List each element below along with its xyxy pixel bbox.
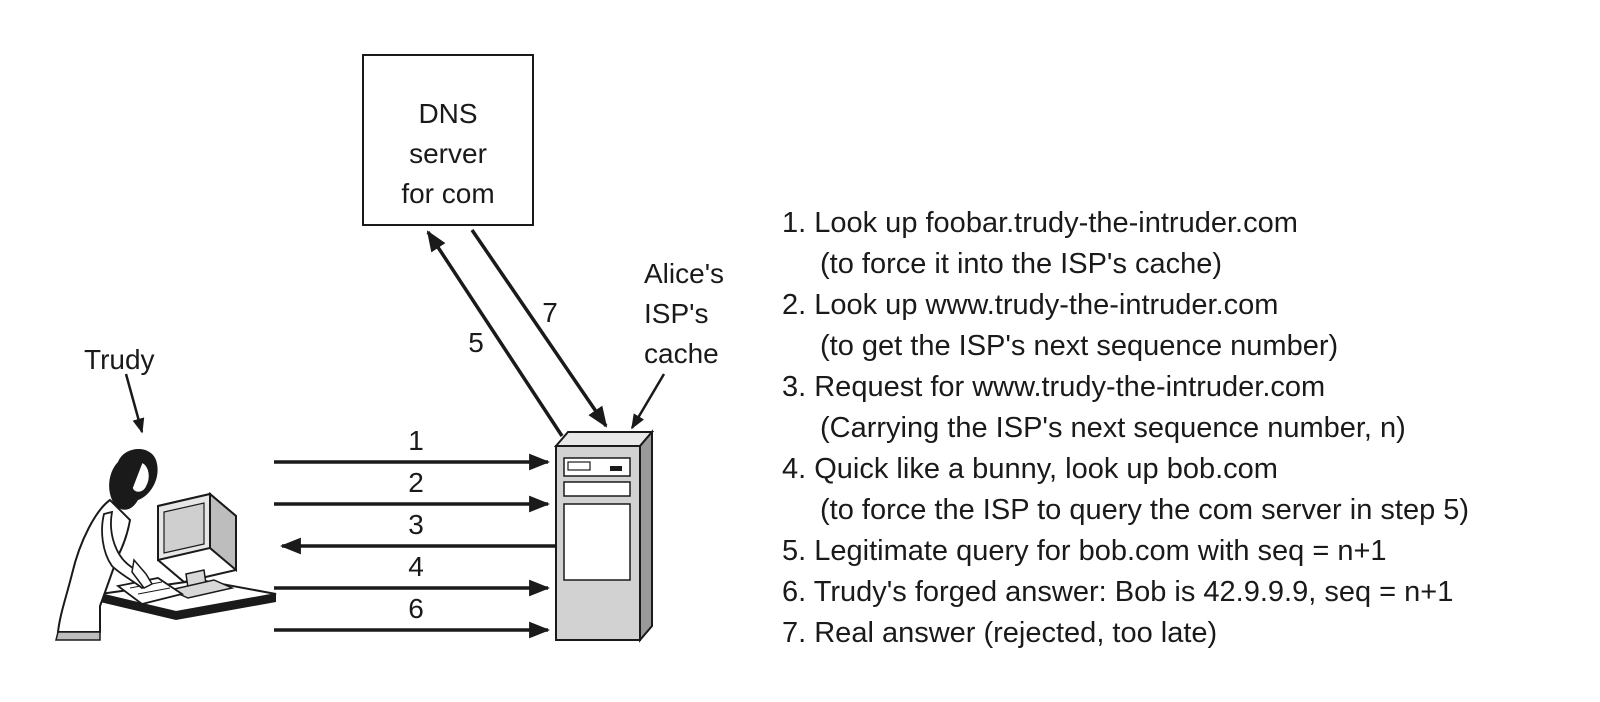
arrow-label-3: 3 xyxy=(408,509,424,540)
step-1-note: (to force it into the ISP's cache) xyxy=(820,248,1223,280)
arrow-label-1: 1 xyxy=(408,425,424,456)
dns-server-label-line3: for com xyxy=(401,178,495,209)
arrow-7 xyxy=(470,229,608,428)
isp-cache-server-icon xyxy=(553,429,655,643)
trudy-pointer-arrow xyxy=(124,373,145,434)
arrow-5 xyxy=(426,230,564,437)
cache-label-line2: ISP's xyxy=(644,298,709,329)
arrow-label-2: 2 xyxy=(408,467,424,498)
step-1-text: 1. Look up foobar.trudy-the-intruder.com xyxy=(782,207,1298,239)
arrow-label-6: 6 xyxy=(408,593,424,624)
step-7-text: 7. Real answer (rejected, too late) xyxy=(782,617,1218,649)
dns-server-label-line2: server xyxy=(409,138,487,169)
cache-label-line3: cache xyxy=(644,338,719,369)
steps-list: 1. Look up foobar.trudy-the-intruder.com… xyxy=(782,203,1469,654)
trudy-figure-icon xyxy=(55,448,277,641)
cache-label-line1: Alice's xyxy=(644,258,725,289)
step-6-text: 6. Trudy's forged answer: Bob is 42.9.9.… xyxy=(782,576,1454,608)
step-4-note: (to force the ISP to query the com serve… xyxy=(820,494,1470,526)
dns-server-label-line1: DNS xyxy=(418,98,478,129)
step-3-text: 3. Request for www.trudy-the-intruder.co… xyxy=(782,371,1326,403)
dns-server-box: DNS server for com xyxy=(362,54,534,226)
step-3-note: (Carrying the ISP's next sequence number… xyxy=(820,412,1406,444)
cache-pointer-arrow xyxy=(630,373,666,430)
arrow-label-5: 5 xyxy=(468,327,484,358)
arrow-label-4: 4 xyxy=(408,551,424,582)
arrow-label-7: 7 xyxy=(542,297,558,328)
trudy-label: Trudy xyxy=(84,344,155,375)
step-2-text: 2. Look up www.trudy-the-intruder.com xyxy=(782,289,1279,321)
step-2-note: (to get the ISP's next sequence number) xyxy=(820,330,1339,362)
step-5-text: 5. Legitimate query for bob.com with seq… xyxy=(782,535,1387,567)
step-4-text: 4. Quick like a bunny, look up bob.com xyxy=(782,453,1278,485)
